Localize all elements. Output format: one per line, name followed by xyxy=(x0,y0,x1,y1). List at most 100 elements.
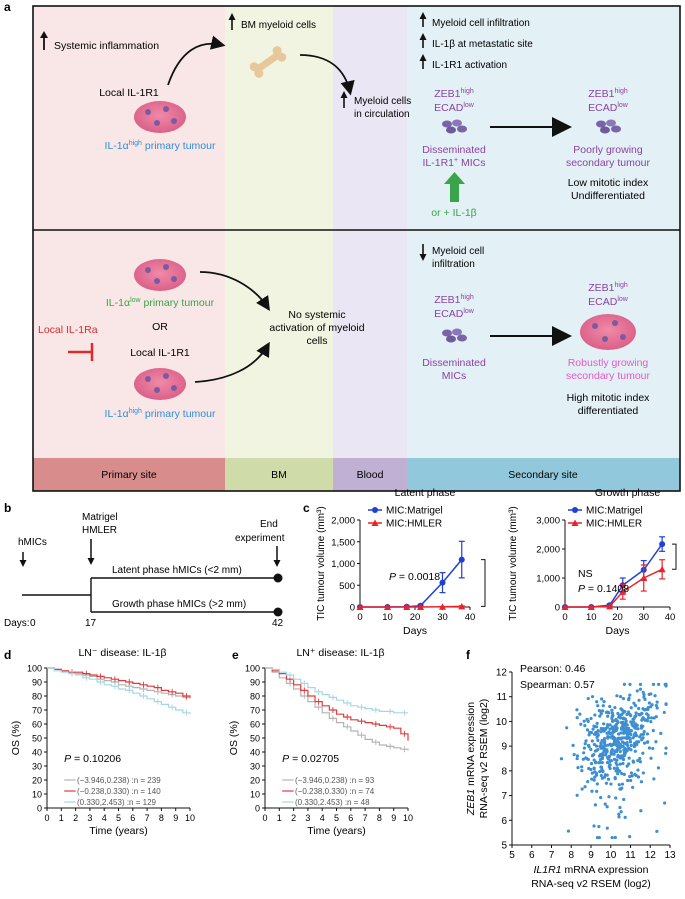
scatter-point xyxy=(639,733,643,737)
curved-arrow xyxy=(299,54,355,96)
scatter-point xyxy=(611,719,615,723)
local-il1r1-bottom: Local IL-1R1 xyxy=(130,347,190,359)
scatter-point xyxy=(586,696,590,701)
scatter-point xyxy=(599,741,603,745)
y-tick-label: 11 xyxy=(497,692,508,703)
y-tick-label: 9 xyxy=(501,742,507,753)
scatter-point xyxy=(586,780,590,784)
region-blood xyxy=(333,6,407,491)
x-tick-label: 12 xyxy=(645,850,657,861)
y-tick-label: 5 xyxy=(501,841,507,852)
scatter-point xyxy=(599,765,603,769)
y-tick-label: 12 xyxy=(496,668,508,679)
scatter-point xyxy=(599,730,603,734)
scatter-point xyxy=(604,781,609,785)
scatter-point xyxy=(595,835,600,840)
scatter-point xyxy=(620,708,624,712)
data-point xyxy=(417,603,424,610)
scatter-point xyxy=(597,824,601,829)
scatter-point xyxy=(605,773,609,777)
x-tick-label: 0 xyxy=(262,813,267,823)
scatter-point xyxy=(641,751,645,755)
scatter-point xyxy=(602,736,607,741)
scatter-point xyxy=(592,824,596,828)
scatter-point xyxy=(613,726,617,730)
scatter-point xyxy=(586,743,591,747)
scatter-point xyxy=(625,764,629,768)
y-tick-label: 8 xyxy=(501,766,507,777)
primary-tumour-icon xyxy=(134,259,186,291)
scatter-point xyxy=(603,739,607,744)
scatter-point xyxy=(592,778,596,782)
experiment-label: experiment xyxy=(235,533,285,544)
scatter-point xyxy=(587,766,591,771)
scatter-point xyxy=(614,769,618,773)
scatter-point xyxy=(602,722,606,726)
il1a-low-tumour-label: IL-1αlow primary tumour xyxy=(106,297,215,309)
legend-label: (−3.946,0.238) :n = 93 xyxy=(295,776,375,785)
myeloid-infiltration-down-1: Myeloid cell xyxy=(432,246,484,257)
x-tick-label: 2 xyxy=(73,813,78,823)
x-tick-label: 10 xyxy=(403,813,413,823)
x-tick-label: 6 xyxy=(529,850,535,861)
poor-growth-2: secondary tumour xyxy=(566,157,651,169)
scatter-point xyxy=(639,712,643,716)
scatter-point xyxy=(608,759,612,763)
scatter-point xyxy=(618,736,622,740)
scatter-point xyxy=(608,704,612,709)
scatter-point xyxy=(636,759,640,763)
scatter-point xyxy=(621,696,626,701)
x-tick-label: 2 xyxy=(291,813,296,823)
scatter-point xyxy=(597,708,601,713)
scatter-point xyxy=(604,710,609,714)
il1a-high-tumour-label: IL-1αhigh primary tumour xyxy=(105,408,216,420)
scatter-point xyxy=(575,756,579,761)
scatter-point xyxy=(633,772,637,777)
scatter-point xyxy=(638,760,643,764)
scatter-point xyxy=(628,740,633,744)
y-axis-label-1: ZEB1 mRNA expression xyxy=(465,702,477,816)
scatter-point xyxy=(623,753,627,758)
scatter-point xyxy=(606,777,611,781)
scatter-point xyxy=(620,726,624,730)
scatter-point xyxy=(610,708,614,712)
scatter-point xyxy=(616,711,620,716)
y-tick-label: 10 xyxy=(496,717,508,728)
scatter-point xyxy=(615,748,619,752)
y-axis-label-2: RNA-seq v2 RSEM (log2) xyxy=(478,699,490,819)
scatter-point xyxy=(649,716,654,720)
x-axis-label: Time (years) xyxy=(89,825,148,837)
x-axis-label-2: RNA-seq v2 RSEM (log2) xyxy=(531,878,651,890)
small-tumour-icon xyxy=(596,119,621,134)
high-mitotic: High mitotic index xyxy=(567,392,651,404)
y-tick-label: 30 xyxy=(250,762,260,772)
scatter-point xyxy=(596,738,600,742)
y-tick-label: 1,000 xyxy=(331,559,355,570)
y-tick-label: 0 xyxy=(350,603,355,614)
scatter-point xyxy=(612,740,617,744)
legend-label: (0.330,2.453) :n = 129 xyxy=(77,798,157,807)
scatter-point xyxy=(633,714,637,718)
scatter-point xyxy=(617,812,621,816)
scatter-point xyxy=(614,796,618,800)
p-value-label: P = 0.10206 xyxy=(64,753,121,765)
scatter-point xyxy=(605,748,609,752)
scatter-point xyxy=(592,766,596,770)
scatter-point xyxy=(651,729,655,733)
y-tick-label: 50 xyxy=(250,734,260,744)
survival-curve xyxy=(265,667,408,714)
scatter-point xyxy=(595,782,599,786)
scatter-point xyxy=(645,712,649,716)
panel-label-f: f xyxy=(466,648,471,662)
data-point xyxy=(658,565,666,573)
scatter-point xyxy=(626,731,631,735)
x-tick-label: 20 xyxy=(410,612,421,623)
up-arrow-icon xyxy=(419,33,427,48)
scatter-point xyxy=(606,743,610,747)
scatter-point xyxy=(622,741,626,745)
scatter-point xyxy=(619,731,623,735)
ecad-low-label: ECADlow xyxy=(588,102,629,114)
scatter-point xyxy=(618,743,622,747)
scatter-point xyxy=(636,775,641,779)
disseminated-label: Disseminated xyxy=(422,144,486,156)
